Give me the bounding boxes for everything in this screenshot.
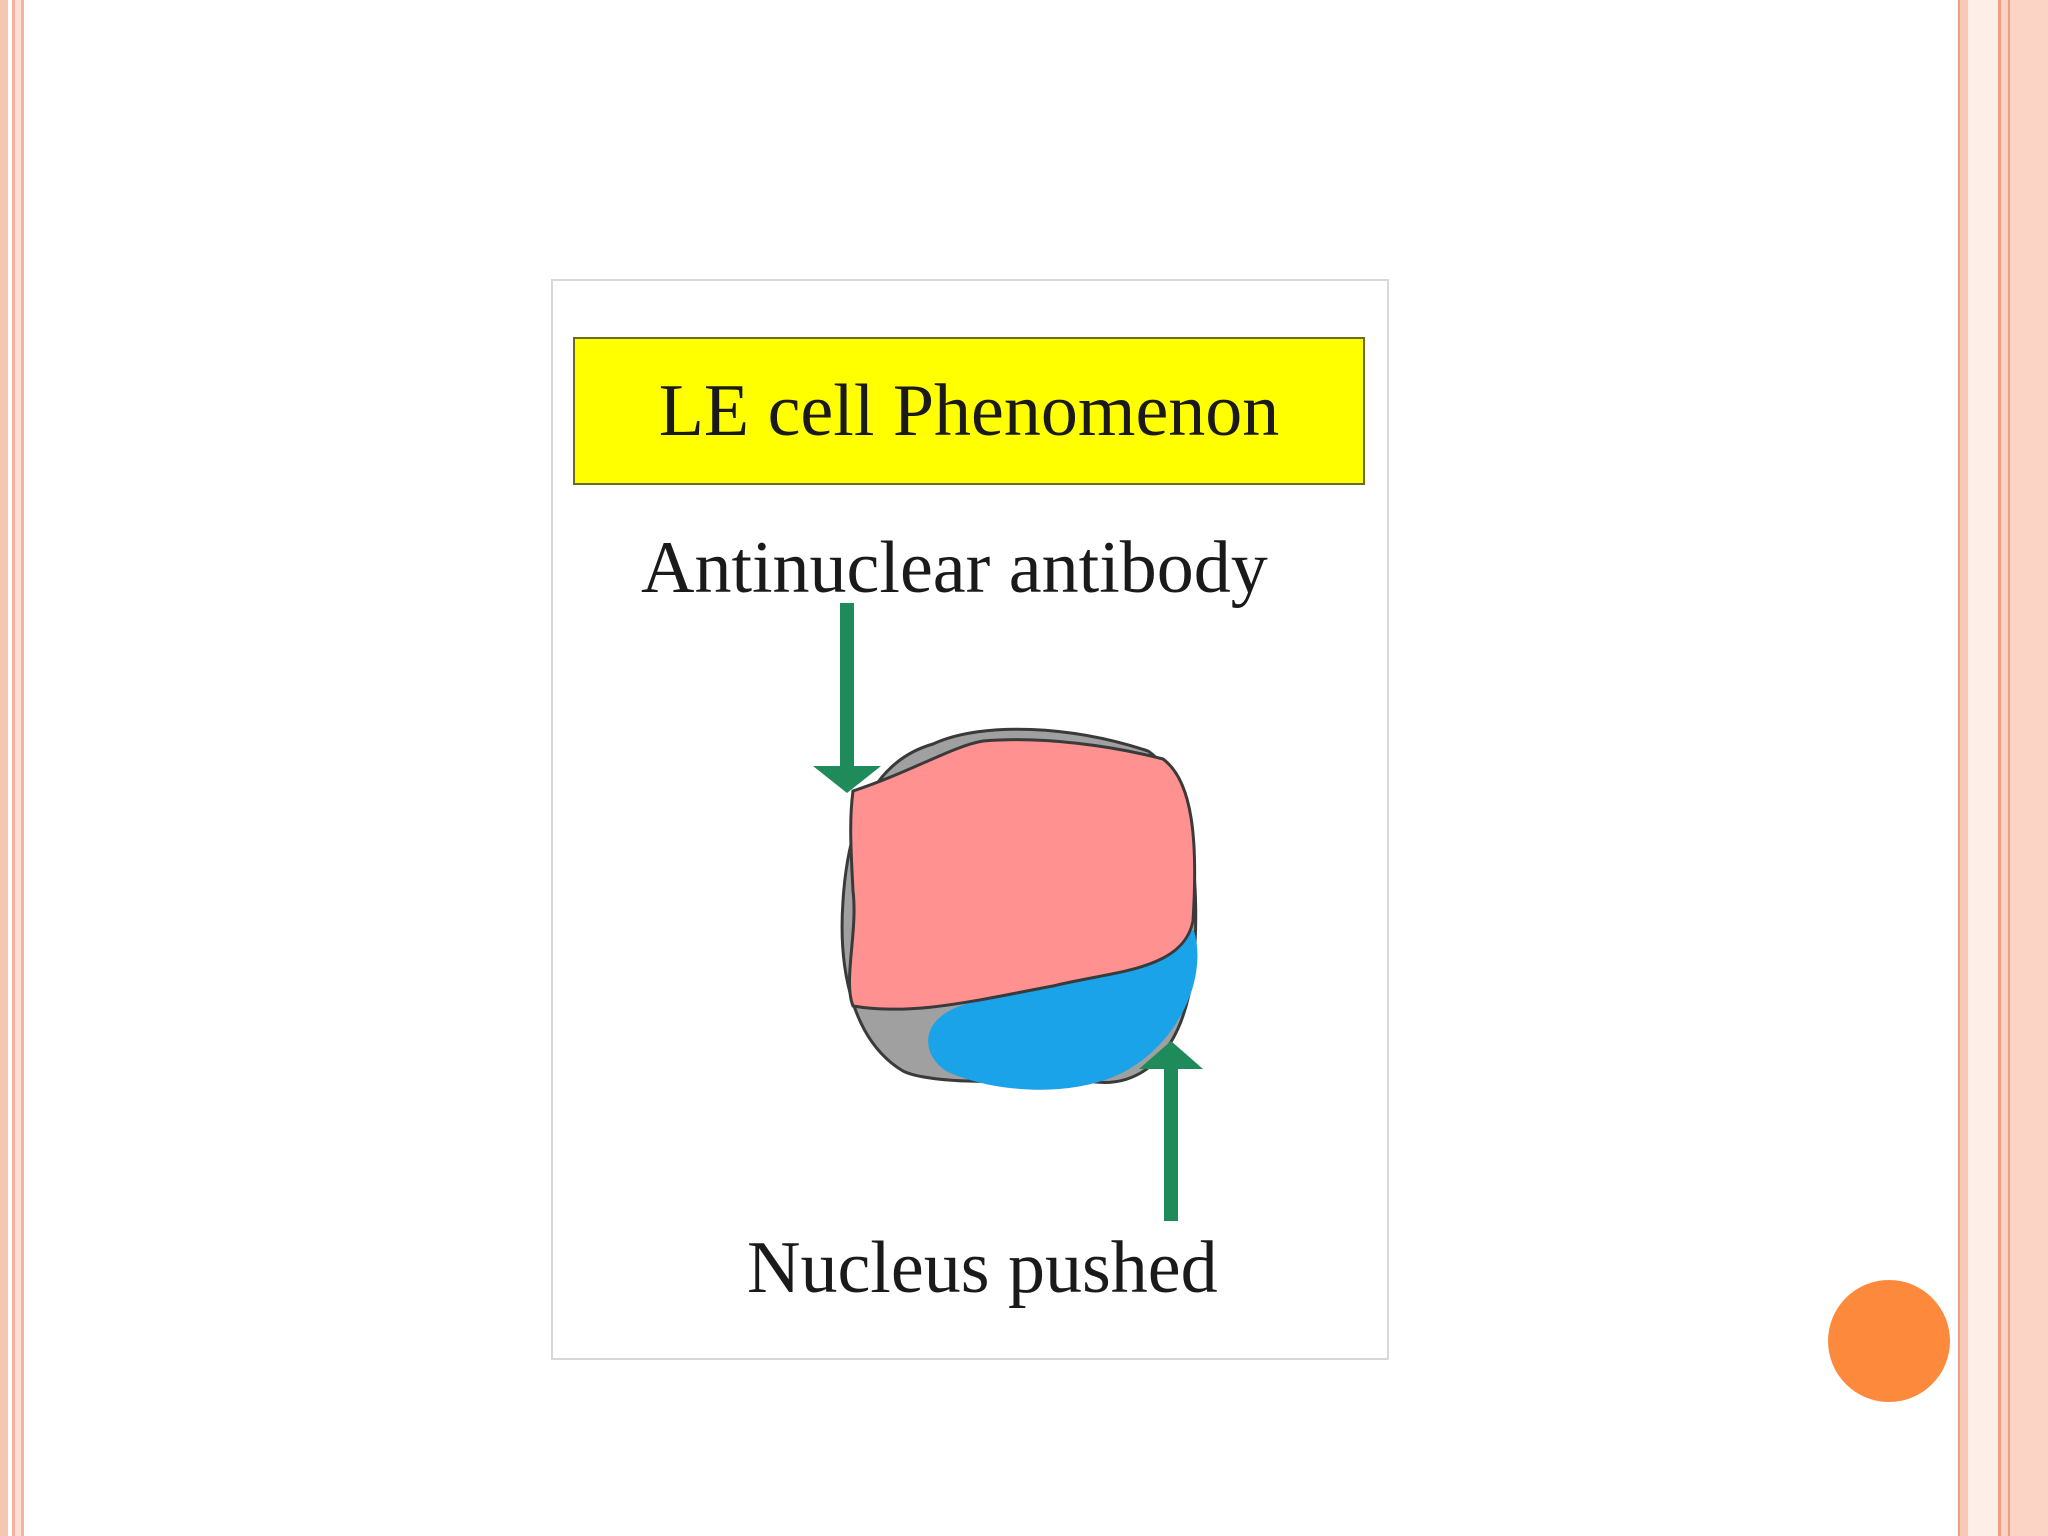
right-border-gap <box>1968 0 1998 1536</box>
arrow-up-icon <box>1139 1041 1203 1221</box>
left-border-band <box>12 0 24 1536</box>
cell-illustration <box>813 603 1203 1221</box>
right-border-stripe <box>1958 0 1968 1536</box>
engulfed-material <box>847 738 1197 1011</box>
right-border-line <box>2008 0 2010 1536</box>
accent-dot <box>1828 1280 1950 1402</box>
antinuclear-antibody-label: Antinuclear antibody <box>641 527 1268 609</box>
left-border-stripe <box>0 0 8 1536</box>
arrow-down-icon <box>813 603 881 793</box>
le-cell-diagram: LE cell Phenomenon Antinuclear antibody … <box>551 279 1389 1360</box>
diagram-title-box: LE cell Phenomenon <box>573 337 1365 485</box>
diagram-title: LE cell Phenomenon <box>658 369 1280 452</box>
nucleus-pushed-label: Nucleus pushed <box>747 1227 1218 1309</box>
right-border-band <box>1998 0 2048 1536</box>
